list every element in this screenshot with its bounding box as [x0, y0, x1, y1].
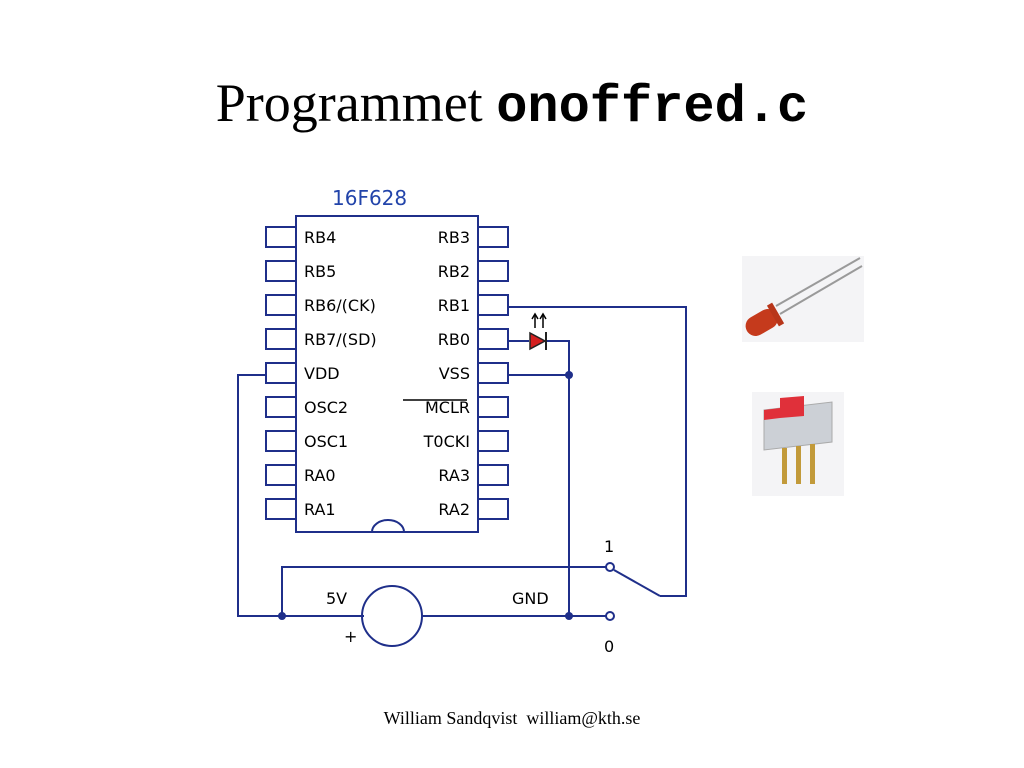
led-symbol: [529, 312, 547, 351]
wire-switch-1: [281, 566, 606, 616]
right-pin-box: [477, 226, 509, 248]
left-pin-label: RA1: [304, 500, 336, 519]
left-pin-label: RB4: [304, 228, 336, 247]
switch-lever: [613, 569, 661, 597]
left-pin-label: OSC1: [304, 432, 348, 451]
footer-email: william@kth.se: [526, 708, 641, 728]
wire-rb1: [508, 306, 687, 597]
switch-terminal-0: [605, 611, 615, 621]
left-pin-label: RB7/(SD): [304, 330, 377, 349]
junction-dots: [278, 371, 573, 620]
right-pin-label: RB2: [438, 262, 470, 281]
right-pin-box: [477, 498, 509, 520]
left-pin-box: [265, 430, 297, 452]
left-pin-box: [265, 260, 297, 282]
switch-terminal-1: [605, 562, 615, 572]
wires: [237, 306, 687, 647]
right-pin-label: RB1: [438, 296, 470, 315]
right-pin-label: MCLR: [425, 398, 470, 417]
right-pin-box: [477, 464, 509, 486]
right-pin-label: RB0: [438, 330, 470, 349]
slide-title: Programmet onoffred.c: [0, 72, 1024, 137]
right-pin-label: RA3: [438, 466, 470, 485]
left-pin-box: [265, 328, 297, 350]
switch-pos-0-label: 0: [604, 637, 614, 656]
voltage-source: [361, 585, 423, 647]
right-pin-box: [477, 260, 509, 282]
left-pin-box: [265, 498, 297, 520]
left-pin-label: RB6/(CK): [304, 296, 376, 315]
wire-led-gnd: [547, 340, 570, 616]
right-pin-label: RB3: [438, 228, 470, 247]
right-pin-box: [477, 362, 509, 384]
left-pin-box: [265, 294, 297, 316]
right-pin-box: [477, 328, 509, 350]
slide-switch-photo: [752, 392, 844, 496]
footer-author: William Sandqvist: [383, 708, 518, 728]
led-light-arrows: [531, 312, 547, 328]
left-pin-label: VDD: [304, 364, 340, 383]
left-pin-box: [265, 464, 297, 486]
right-pin-box: [477, 294, 509, 316]
supply-label: 5V: [326, 589, 347, 608]
right-pin-box: [477, 396, 509, 418]
left-pin-label: RB5: [304, 262, 336, 281]
left-pin-label: OSC2: [304, 398, 348, 417]
right-pin-label: RA2: [438, 500, 470, 519]
led-photo: [742, 256, 864, 342]
supply-plus: +: [344, 627, 357, 646]
right-pin-label: VSS: [439, 364, 470, 383]
chip-name: 16F628: [332, 186, 407, 210]
chip-outline: [295, 215, 479, 533]
right-pin-box: [477, 430, 509, 452]
title-prefix: Programmet: [215, 73, 483, 133]
wire-vdd: [237, 374, 364, 617]
left-pin-label: RA0: [304, 466, 336, 485]
title-filename: onoffred.c: [496, 78, 809, 137]
footer: William Sandqvist william@kth.se: [0, 708, 1024, 729]
left-pin-box: [265, 396, 297, 418]
right-pin-label: T0CKI: [423, 432, 470, 451]
gnd-label: GND: [512, 589, 549, 608]
left-pin-box: [265, 226, 297, 248]
chip-notch: [371, 519, 405, 533]
switch-pos-1-label: 1: [604, 537, 614, 556]
left-pin-box: [265, 362, 297, 384]
